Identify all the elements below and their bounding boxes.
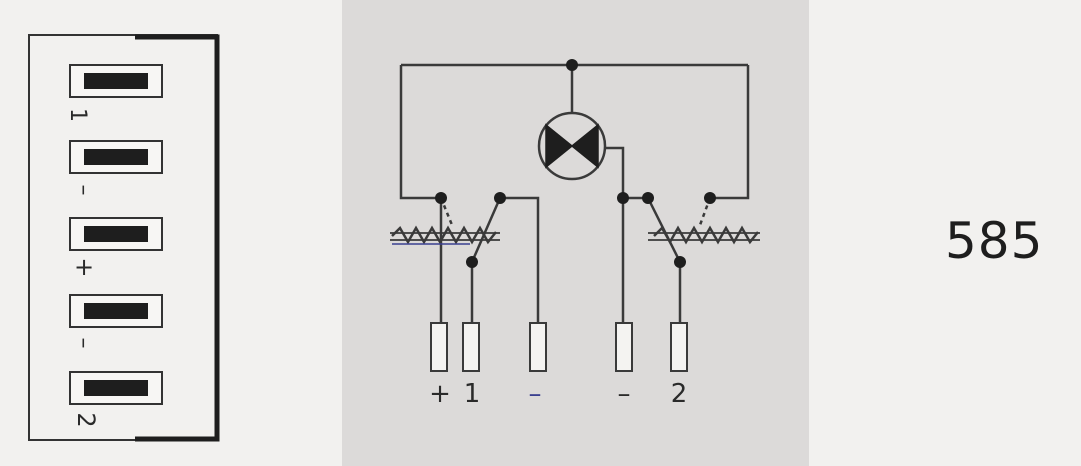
- pin-label: 1: [65, 108, 90, 122]
- pin-label: +: [74, 253, 94, 281]
- indicator-lamp-icon: [537, 111, 607, 181]
- pin-slot-4: [69, 294, 163, 328]
- switch-right-arm: [623, 196, 682, 263]
- terminal-label: –: [618, 379, 631, 409]
- pinout-edge-bold: [135, 34, 220, 442]
- pin-slot-1: [69, 64, 163, 98]
- terminals: [430, 322, 688, 372]
- terminal-label: 2: [671, 379, 688, 409]
- wire-left-loop: [399, 65, 441, 200]
- circuit-schematic: [390, 59, 760, 372]
- terminal-label: –: [529, 379, 542, 409]
- junction-dots: [435, 59, 716, 268]
- pin-slot-3: [69, 217, 163, 251]
- pin-label: –: [71, 338, 96, 349]
- pin-slot-2: [69, 140, 163, 174]
- switch-left-dashed: [439, 197, 454, 226]
- terminal-label: +: [429, 379, 451, 409]
- pin-label: –: [71, 185, 96, 196]
- wire-lamp-right: [605, 146, 625, 198]
- wire-right-loop: [710, 65, 750, 200]
- pin-label: 2: [72, 412, 100, 427]
- pin-slot-5: [69, 371, 163, 405]
- coil-right: [653, 225, 759, 245]
- terminal-labels: + 1 – – 2: [429, 379, 687, 409]
- relay-number: 585: [945, 212, 1044, 270]
- coil-left: [391, 225, 497, 245]
- relay-pinout: 1 – + – 2: [28, 34, 220, 442]
- switch-left-arm: [470, 196, 540, 325]
- terminal-label: 1: [464, 379, 481, 409]
